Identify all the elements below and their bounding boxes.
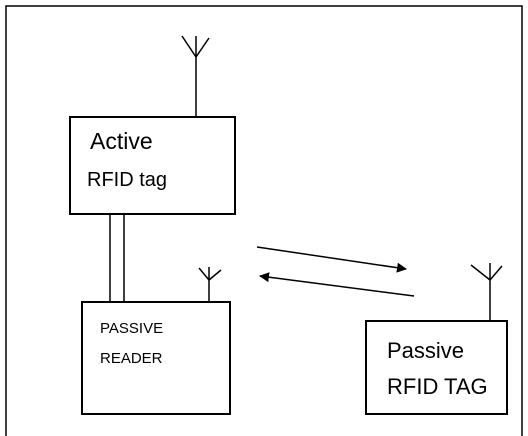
- passive-reader-label-line2: READER: [100, 350, 163, 367]
- active-rfid-tag-box: Active RFID tag: [69, 116, 236, 215]
- active-reader-connector: [109, 214, 125, 302]
- passive-tag-antenna-icon: [470, 263, 503, 321]
- outer-frame: [5, 5, 523, 436]
- active-tag-label-line1: Active: [90, 128, 153, 154]
- arrow-to-passive-tag: [256, 246, 407, 273]
- passive-reader-box: PASSIVE READER: [81, 301, 231, 415]
- passive-tag-label-line1: Passive: [387, 338, 465, 363]
- active-tag-label-line2: RFID tag: [87, 169, 168, 191]
- arrow-to-reader: [259, 272, 415, 297]
- passive-tag-label-line2: RFID TAG: [387, 374, 488, 399]
- passive-reader-label-line1: PASSIVE: [100, 320, 164, 337]
- passive-rfid-tag-box: Passive RFID TAG: [365, 320, 508, 415]
- passive-reader-antenna-icon: [198, 267, 222, 302]
- active-tag-antenna-icon: [181, 35, 210, 117]
